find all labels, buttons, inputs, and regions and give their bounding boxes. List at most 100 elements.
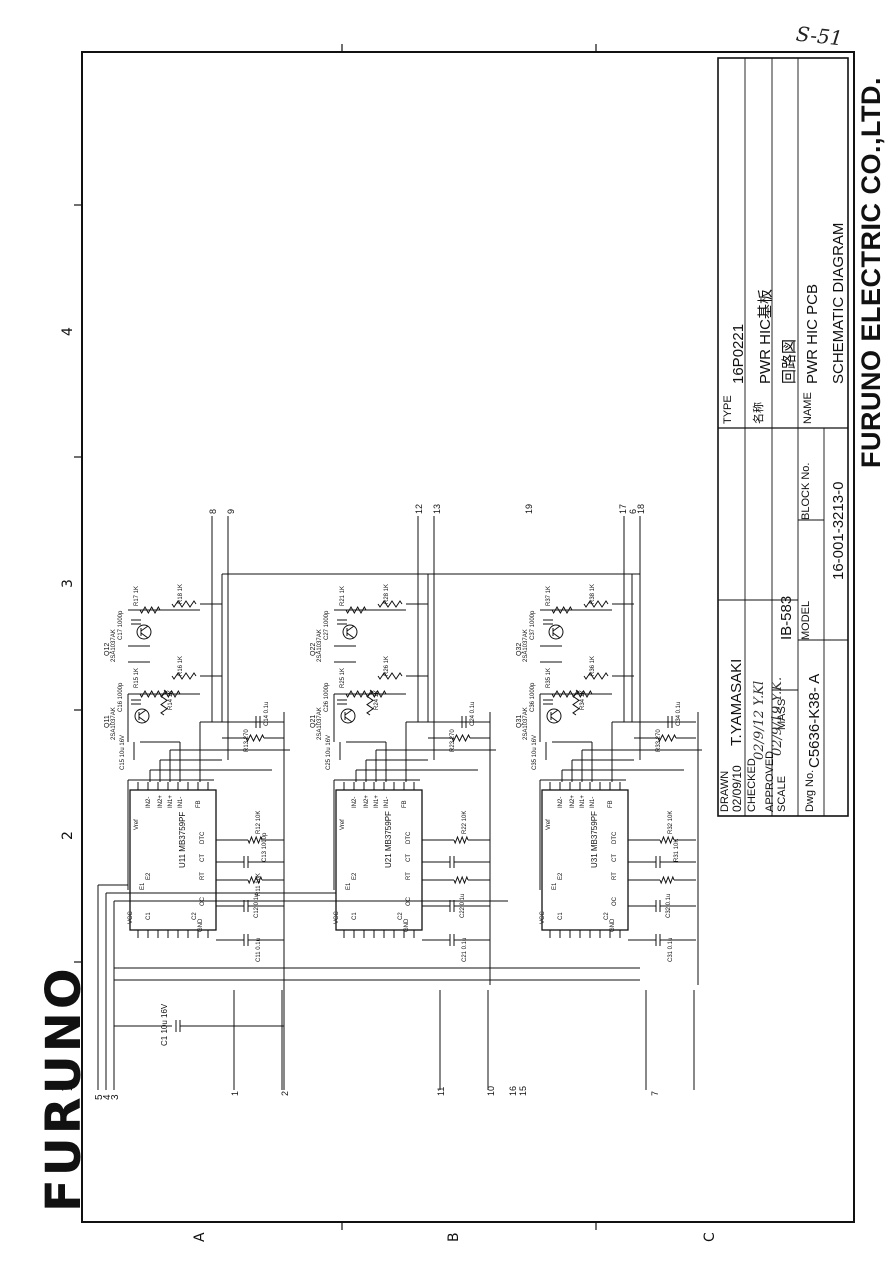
ic-pin-vref: Vref bbox=[134, 819, 140, 830]
ic-pin-vcc: VCC bbox=[128, 911, 134, 924]
ic-pin-vref: Vref bbox=[546, 819, 552, 830]
pin-10: 10 bbox=[486, 1085, 496, 1096]
drawn-by: T.YAMASAKI bbox=[728, 658, 745, 746]
cap-a: C16 1000p bbox=[118, 682, 124, 712]
stage-1 bbox=[127, 516, 290, 1090]
approved-label: APPROVED bbox=[764, 750, 776, 812]
ic-pin-gnd: GND bbox=[404, 918, 410, 932]
transistor-part-right: 2SA1037AK bbox=[111, 629, 117, 662]
converter-stages bbox=[127, 516, 702, 1090]
input-cap: C15 10u 16V bbox=[120, 734, 126, 770]
scale-label: SCALE bbox=[776, 775, 788, 812]
dwg-value: C5636-K38- A bbox=[806, 673, 823, 768]
decoupling-cap: C12 0.1u bbox=[254, 893, 260, 918]
ic-pin-e2: E2 bbox=[558, 872, 564, 880]
drawing-frame bbox=[81, 51, 855, 1223]
out-res: R33 270 bbox=[656, 729, 662, 752]
res-c: R35 1K bbox=[546, 667, 552, 688]
ic-pin-c1: C1 bbox=[352, 912, 358, 920]
res-d: R16 1K bbox=[178, 655, 184, 676]
pin-9: 9 bbox=[226, 508, 236, 514]
bulk-cap: C31 0.1u bbox=[668, 937, 674, 962]
transistor-q-left: Q21 bbox=[310, 714, 317, 728]
page-note: S-51 bbox=[794, 21, 844, 51]
company-name: FURUNO ELECTRIC CO.,LTD. bbox=[856, 77, 886, 468]
transistor-q-right: Q12 bbox=[104, 642, 111, 656]
res-e: R34 1K bbox=[580, 689, 586, 710]
out-cap: C24 0.1u bbox=[470, 701, 476, 726]
ic-pin-rt: RT bbox=[200, 872, 206, 880]
mass-label: MASS bbox=[776, 698, 788, 730]
out-cap: C34 0.1u bbox=[676, 701, 682, 726]
ic-pin-gnd: GND bbox=[198, 918, 204, 932]
stage-3 bbox=[539, 516, 702, 1090]
decoupling-cap: C32 0.1u bbox=[666, 893, 672, 918]
cap-a: C26 1000p bbox=[324, 682, 330, 712]
cap-a: C36 1000p bbox=[530, 682, 536, 712]
ic-pin-fb: FB bbox=[402, 800, 408, 808]
fb-res-3: R11 10K bbox=[256, 873, 262, 896]
ic-pin-dtc: DTC bbox=[612, 831, 618, 844]
pin-7: 7 bbox=[650, 1090, 660, 1096]
ic-pin-in1: IN1- bbox=[590, 796, 596, 808]
ic-pin-in1p: IN1+ bbox=[374, 795, 380, 808]
zone-ticks bbox=[74, 44, 597, 1230]
out-res: R23 270 bbox=[450, 729, 456, 752]
pin-13: 13 bbox=[432, 503, 442, 514]
res-d: R26 1K bbox=[384, 655, 390, 676]
ic-body bbox=[335, 789, 423, 931]
fb-res-1: R22 10K bbox=[462, 810, 468, 834]
ic-pin-vcc: VCC bbox=[540, 911, 546, 924]
pin-8: 8 bbox=[208, 508, 218, 514]
zone-col-3: 3 bbox=[60, 579, 76, 588]
ic-pin-gnd: GND bbox=[610, 918, 616, 932]
ic-pin-c1: C1 bbox=[146, 912, 152, 920]
out-cap: C14 0.1u bbox=[264, 701, 270, 726]
zone-row-a: A bbox=[192, 1232, 208, 1242]
pin-1: 1 bbox=[230, 1090, 240, 1096]
bulk-cap: C21 0.1u bbox=[462, 937, 468, 962]
pin-18: 18 bbox=[636, 503, 646, 514]
ic-pin-rt: RT bbox=[612, 872, 618, 880]
type-label: TYPE bbox=[722, 395, 734, 424]
ic-pin-e2: E2 bbox=[352, 872, 358, 880]
dwg-label: Dwg No. bbox=[804, 769, 816, 812]
ic-pin-in2p: IN2+ bbox=[364, 795, 370, 808]
model-label: MODEL bbox=[800, 600, 812, 640]
res-c: R25 1K bbox=[340, 667, 346, 688]
ic-pin-ct: CT bbox=[406, 854, 412, 862]
left-power-rails bbox=[97, 884, 640, 1090]
zone-col-4: 4 bbox=[60, 327, 76, 336]
pin-15: 15 bbox=[518, 1085, 528, 1096]
drawing-jp: 回路図 bbox=[781, 338, 798, 384]
name-value: PWR HIC PCB bbox=[804, 283, 821, 384]
res-b: R18 1K bbox=[178, 583, 184, 604]
name-jp-value: PWR HIC基板 bbox=[757, 289, 774, 384]
res-a: R37 1K bbox=[546, 585, 552, 606]
ic-refdes: U11 MB3759PF bbox=[178, 811, 187, 868]
decoupling-cap: C22 0.1u bbox=[460, 893, 466, 918]
res-b: R38 1K bbox=[590, 583, 596, 604]
cap-b: C27 1000p bbox=[324, 610, 330, 640]
ic-pin-in2: IN2- bbox=[558, 796, 564, 808]
ic-body bbox=[541, 789, 629, 931]
cap-b: C17 1000p bbox=[118, 610, 124, 640]
input-cap: C35 10u 16V bbox=[532, 734, 538, 770]
pin-2: 2 bbox=[280, 1090, 290, 1096]
transistor-part-left: 2SA1037AK bbox=[111, 707, 117, 740]
ic-pin-in2p: IN2+ bbox=[158, 795, 164, 808]
title-block bbox=[717, 57, 849, 817]
ic-pin-oc: OC bbox=[200, 897, 206, 906]
model-value: IB-583 bbox=[778, 595, 795, 640]
ic-pin-fb: FB bbox=[608, 800, 614, 808]
transistor-part-right: 2SA1037AK bbox=[317, 629, 323, 662]
pin-17: 17 bbox=[618, 503, 628, 514]
ic-pin-e1: E1 bbox=[140, 882, 146, 890]
ic-pin-in1: IN1- bbox=[178, 796, 184, 808]
transistor-q-right: Q32 bbox=[516, 642, 523, 656]
c1-label: C1 10u 16V bbox=[160, 1003, 169, 1046]
ic-pin-in1: IN1- bbox=[384, 796, 390, 808]
ic-pin-vref: Vref bbox=[340, 819, 346, 830]
drawing-title: SCHEMATIC DIAGRAM bbox=[830, 222, 847, 384]
